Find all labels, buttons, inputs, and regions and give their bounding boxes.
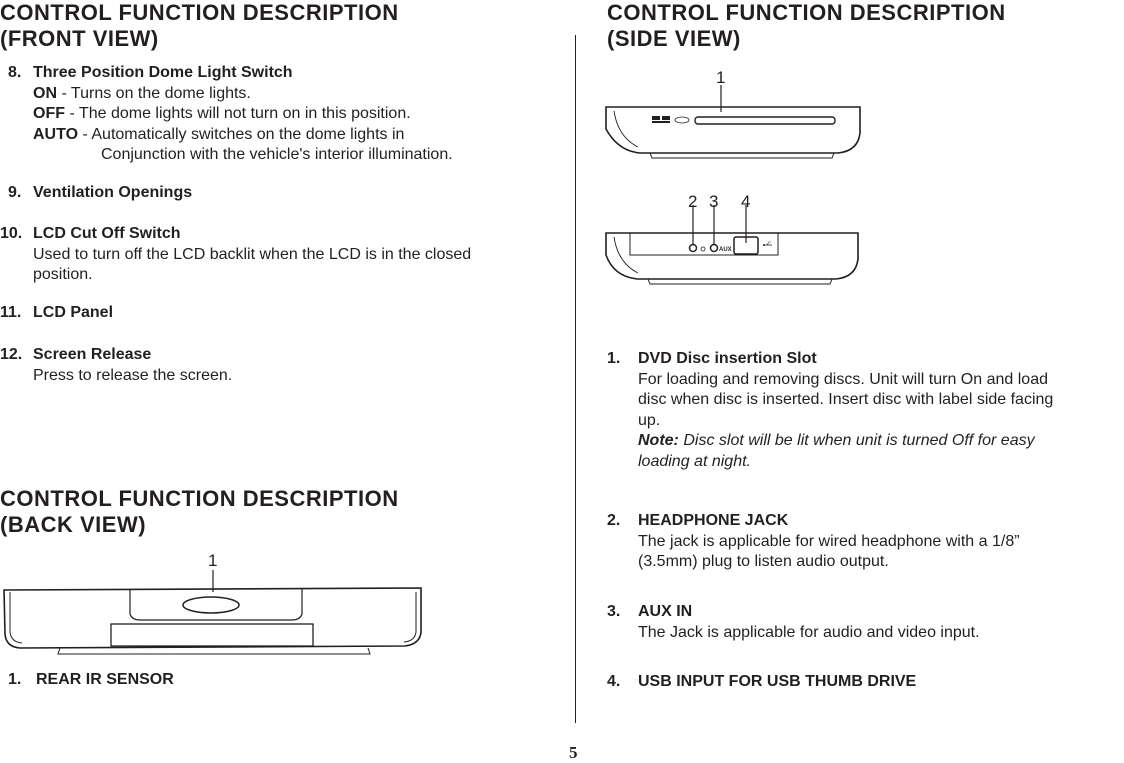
on-text: - Turns on the dome lights.	[57, 84, 251, 102]
back-heading-line2: (BACK VIEW)	[0, 512, 147, 537]
off-text: - The dome lights will not turn on in th…	[65, 105, 411, 122]
side-callout-3: 3	[709, 192, 719, 211]
item-text: (3.5mm) plug to listen audio output.	[638, 553, 889, 570]
auto-label: AUTO	[33, 125, 79, 143]
item-title: AUX IN	[638, 603, 693, 620]
side-callout-2: 2	[688, 192, 698, 211]
item-number: 12.	[0, 346, 23, 363]
auto-text: - Automatically switches on the dome lig…	[78, 125, 405, 143]
item-number: 2.	[607, 512, 621, 529]
side-view-top-illustration	[605, 85, 861, 159]
front-heading-line1: CONTROL FUNCTION DESCRIPTION	[0, 0, 399, 25]
side-item-3: 3. AUX IN The Jack is applicable for aud…	[607, 602, 1122, 646]
item-title: REAR IR SENSOR	[36, 671, 174, 688]
front-view-heading: CONTROL FUNCTION DESCRIPTION (FRONT VIEW…	[0, 0, 399, 52]
off-label: OFF	[33, 105, 65, 122]
note-text-continued: loading at night.	[638, 452, 751, 470]
item-text: For loading and removing discs. Unit wil…	[638, 370, 1048, 388]
side-item-2: 2. HEADPHONE JACK The jack is applicable…	[607, 511, 1122, 575]
side-callout-1: 1	[716, 68, 726, 87]
auto-text-continued: Conjunction with the vehicle's interior …	[101, 146, 453, 163]
side-view-heading: CONTROL FUNCTION DESCRIPTION (SIDE VIEW)	[607, 0, 1006, 52]
front-heading-line2: (FRONT VIEW)	[0, 26, 159, 51]
front-item-8: 8. Three Position Dome Light Switch ON -…	[8, 63, 568, 163]
back-heading-line1: CONTROL FUNCTION DESCRIPTION	[0, 486, 399, 511]
item-number: 3.	[607, 603, 621, 620]
item-title: Three Position Dome Light Switch	[33, 64, 293, 81]
item-title: USB INPUT FOR USB THUMB DRIVE	[638, 673, 917, 690]
item-title: DVD Disc insertion Slot	[638, 350, 817, 367]
page-number: 5	[569, 743, 578, 762]
front-item-11: 11. LCD Panel	[0, 303, 560, 324]
column-divider	[575, 35, 576, 723]
note-label: Note:	[638, 432, 679, 449]
item-number: 10.	[0, 225, 23, 242]
side-view-ports-illustration: AUX	[605, 205, 859, 285]
back-view-heading: CONTROL FUNCTION DESCRIPTION (BACK VIEW)	[0, 486, 399, 538]
item-number: 1.	[8, 671, 22, 688]
side-callout-4: 4	[741, 192, 751, 211]
item-text: disc when disc is inserted. Insert disc …	[638, 391, 1054, 408]
item-title: Screen Release	[33, 346, 152, 363]
item-text: The Jack is applicable for audio and vid…	[638, 623, 980, 641]
item-text: up.	[638, 411, 661, 429]
note-text: Disc slot will be lit when unit is turne…	[678, 432, 1035, 449]
item-title: HEADPHONE JACK	[638, 512, 789, 529]
item-number: 9.	[8, 184, 22, 201]
back-view-illustration	[3, 570, 422, 655]
front-item-10: 10. LCD Cut Off Switch Used to turn off …	[0, 224, 570, 286]
item-title: LCD Panel	[33, 304, 114, 321]
back-callout-1: 1	[208, 551, 218, 570]
item-number: 4.	[607, 673, 621, 690]
item-text: Press to release the screen.	[33, 366, 233, 384]
item-number: 11.	[0, 304, 22, 321]
item-text: The jack is applicable for wired headpho…	[638, 532, 1020, 550]
item-text: Used to turn off the LCD backlit when th…	[33, 245, 472, 263]
item-title: Ventilation Openings	[33, 184, 193, 201]
back-item-1: 1. REAR IR SENSOR	[8, 670, 308, 691]
item-number: 1.	[607, 350, 621, 367]
on-label: ON	[33, 84, 57, 102]
side-item-1: 1. DVD Disc insertion Slot For loading a…	[607, 349, 1122, 479]
side-heading-line2: (SIDE VIEW)	[607, 26, 741, 51]
side-item-4: 4. USB INPUT FOR USB THUMB DRIVE	[607, 672, 1122, 693]
front-item-12: 12. Screen Release Press to release the …	[0, 345, 560, 387]
item-number: 8.	[8, 64, 22, 81]
side-heading-line1: CONTROL FUNCTION DESCRIPTION	[607, 0, 1006, 25]
front-item-9: 9. Ventilation Openings	[8, 183, 568, 204]
item-text: position.	[33, 266, 93, 283]
aux-port-label: AUX	[719, 247, 732, 253]
item-title: LCD Cut Off Switch	[33, 225, 181, 242]
